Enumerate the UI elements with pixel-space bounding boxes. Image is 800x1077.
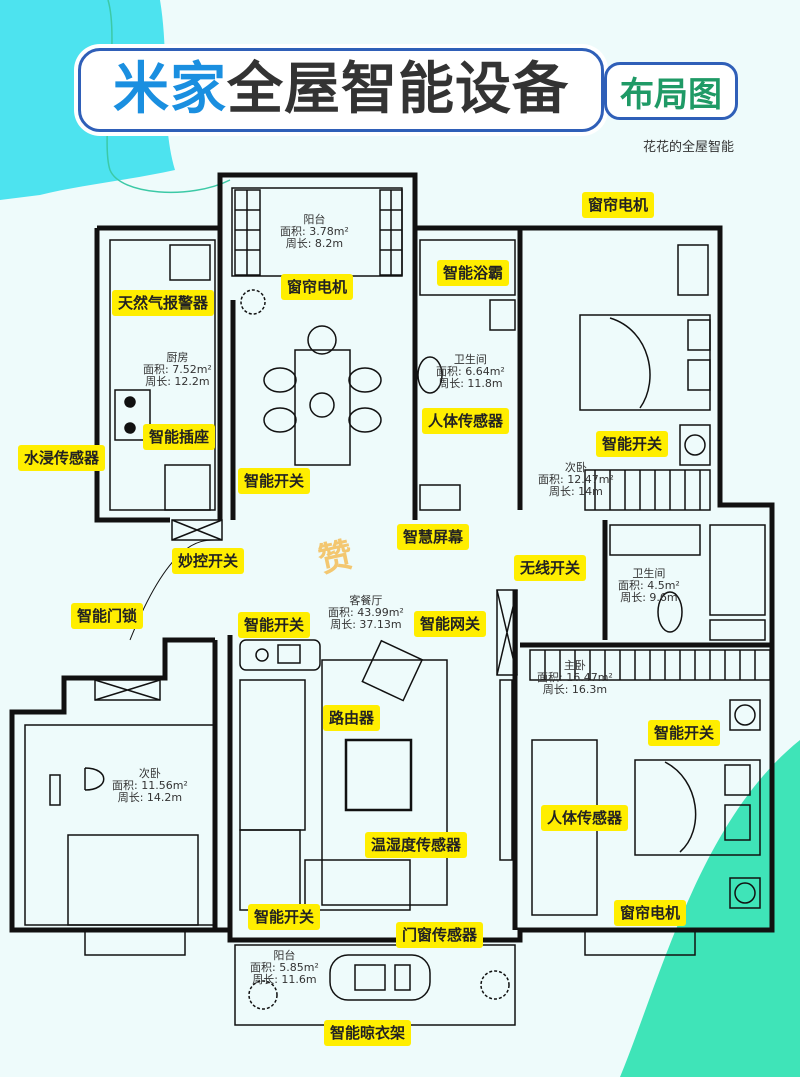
device-smart-lock[interactable]: 智能门锁: [71, 603, 144, 629]
device-temp-humidity-sensor[interactable]: 温湿度传感器: [365, 832, 468, 858]
device-water-leak-sensor[interactable]: 水浸传感器: [18, 445, 106, 471]
device-smart-switch-south[interactable]: 智能开关: [248, 904, 321, 930]
device-motion-sensor-bathroom[interactable]: 人体传感器: [422, 408, 510, 434]
device-smart-switch-dining[interactable]: 智能开关: [238, 468, 311, 494]
author-credit: 花花的全屋智能: [643, 140, 735, 155]
title-banner: 米家全屋智能设备: [78, 48, 604, 132]
device-curtain-motor-north-balcony[interactable]: 窗帘电机: [281, 274, 354, 300]
device-smart-switch-living[interactable]: 智能开关: [238, 612, 311, 638]
device-smart-screen[interactable]: 智慧屏幕: [397, 524, 470, 550]
device-smart-clothes-rack[interactable]: 智能晾衣架: [324, 1020, 412, 1046]
device-smart-socket[interactable]: 智能插座: [143, 424, 216, 450]
device-smart-bath-heater[interactable]: 智能浴霸: [437, 260, 510, 286]
device-gas-alarm[interactable]: 天然气报警器: [112, 290, 215, 316]
device-smart-gateway[interactable]: 智能网关: [414, 611, 487, 637]
device-curtain-motor-master[interactable]: 窗帘电机: [614, 900, 687, 926]
page-title: 米家全屋智能设备: [113, 57, 569, 122]
device-router[interactable]: 路由器: [323, 705, 381, 731]
device-motion-sensor-master[interactable]: 人体传感器: [541, 805, 629, 831]
layout-badge: 布局图: [604, 62, 738, 120]
device-door-window-sensor[interactable]: 门窗传感器: [396, 922, 484, 948]
device-magic-switch[interactable]: 妙控开关: [172, 548, 245, 574]
device-wireless-switch[interactable]: 无线开关: [514, 555, 587, 581]
device-smart-switch-master[interactable]: 智能开关: [648, 720, 721, 746]
device-smart-switch-ne-bedroom[interactable]: 智能开关: [596, 431, 669, 457]
device-curtain-motor-ne[interactable]: 窗帘电机: [582, 192, 655, 218]
